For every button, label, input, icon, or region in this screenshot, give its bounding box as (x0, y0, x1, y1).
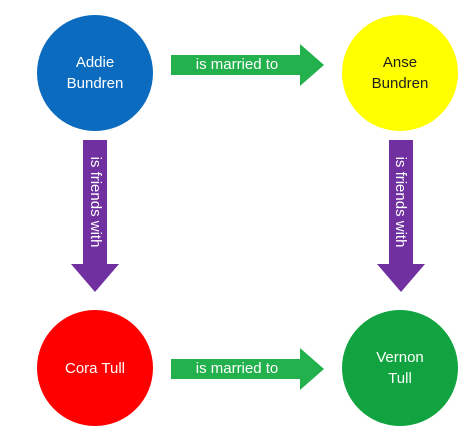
node-addie-bundren: Addie Bundren (37, 15, 153, 131)
edge-label-cora-vernon: is married to (195, 360, 279, 377)
edge-label-anse-vernon: is friends with (392, 156, 409, 248)
node-addie-line2: Bundren (66, 75, 124, 92)
node-vernon-line2: Tull (388, 370, 412, 387)
node-anse-line2: Bundren (371, 75, 429, 92)
node-vernon-tull: Vernon Tull (342, 310, 458, 426)
node-cora-line1: Cora Tull (64, 359, 126, 377)
node-anse-bundren: Anse Bundren (342, 15, 458, 131)
node-vernon-line1: Vernon (376, 349, 424, 366)
edge-label-addie-cora: is friends with (87, 156, 104, 248)
arrow-cora-to-vernon (171, 348, 324, 390)
edge-label-addie-anse: is married to (195, 56, 279, 73)
node-cora-tull: Cora Tull (37, 310, 153, 426)
arrow-addie-to-anse (171, 44, 324, 86)
node-addie-line1: Addie (75, 54, 115, 71)
node-anse-line1: Anse (382, 54, 418, 71)
arrow-addie-to-cora (71, 140, 119, 292)
arrow-anse-to-vernon (377, 140, 425, 292)
